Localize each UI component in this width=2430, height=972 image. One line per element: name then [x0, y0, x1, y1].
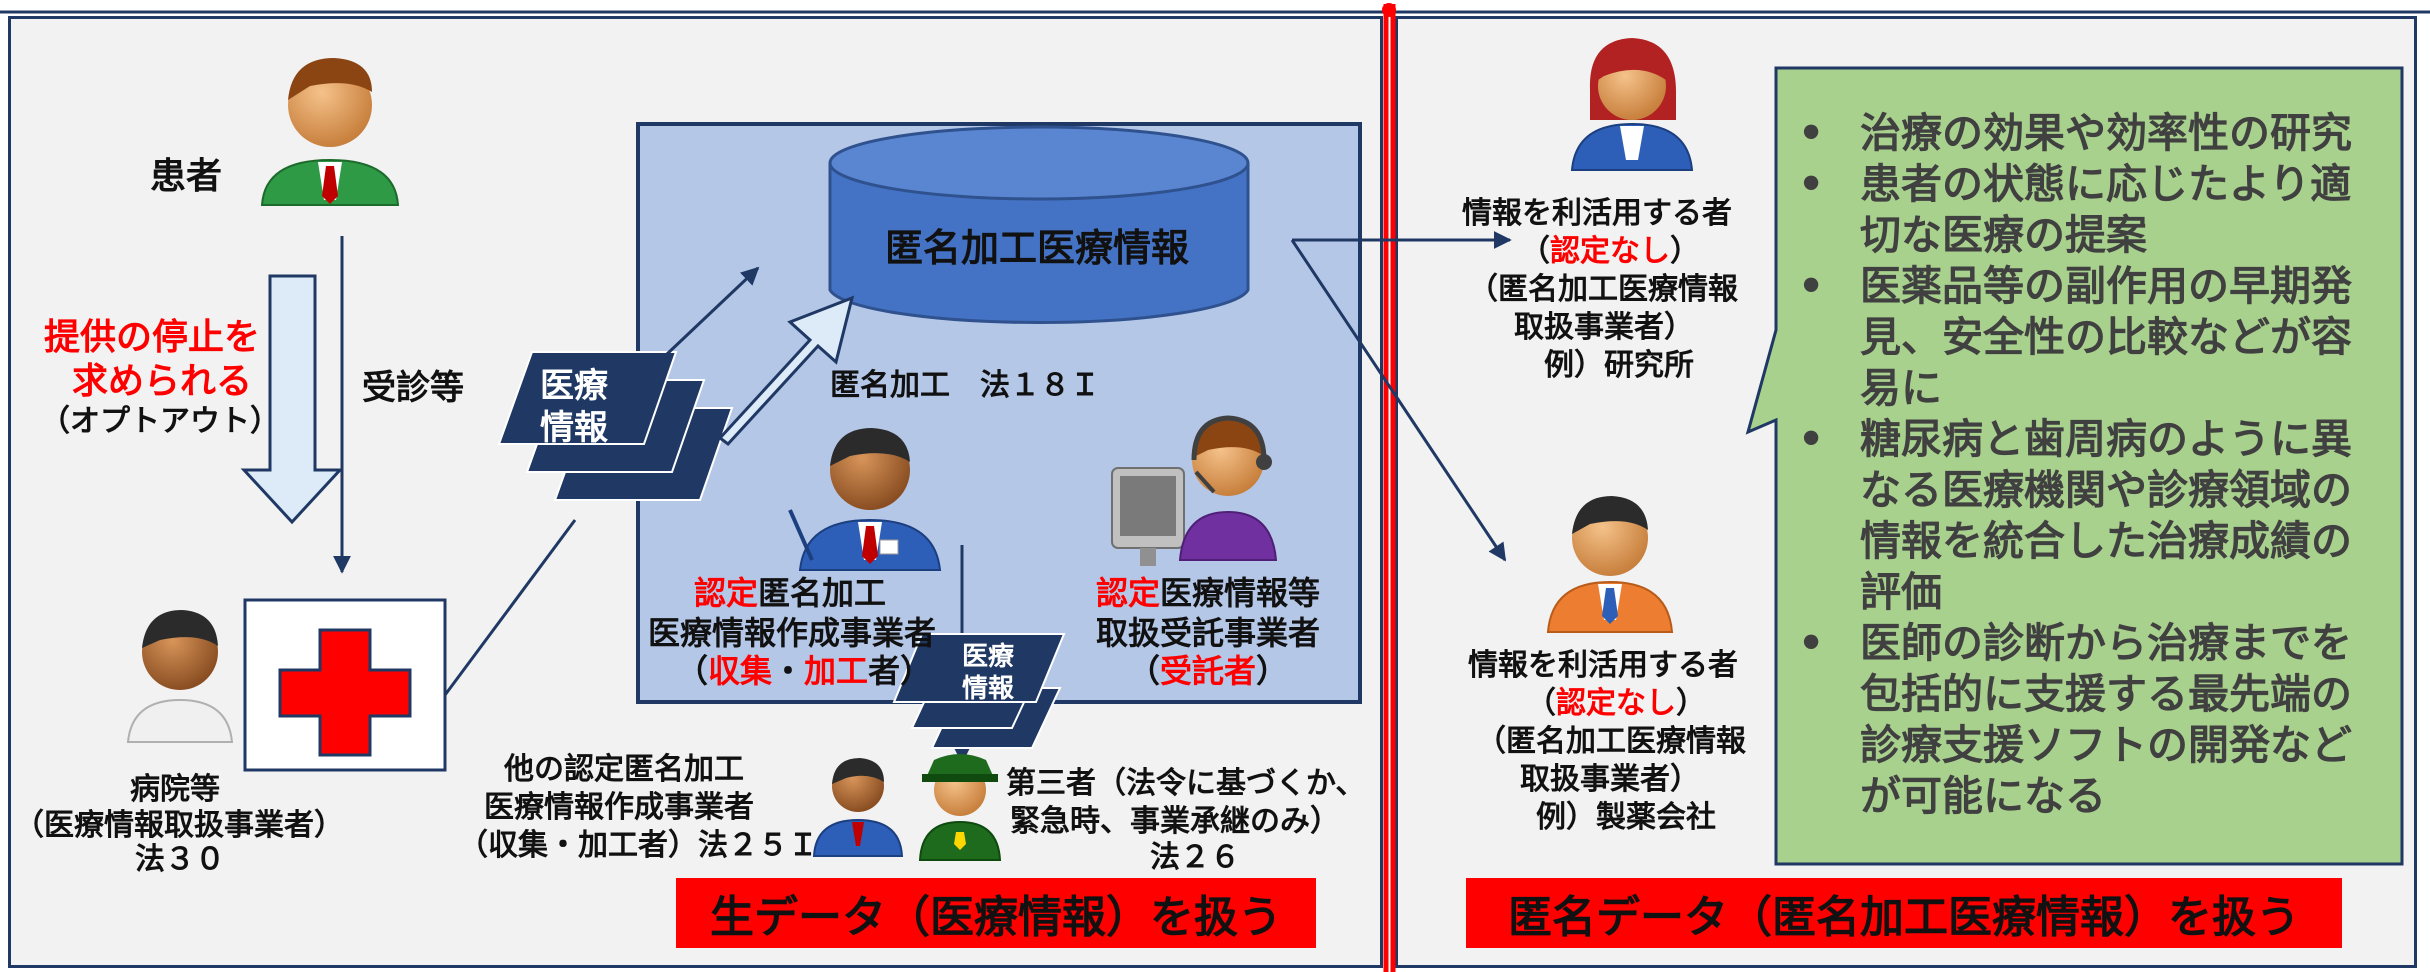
other-creator-avatar-icon — [812, 758, 904, 857]
pharma-user-label-line4: 取扱事業者） — [1520, 762, 1700, 797]
creator-label-line3: （収集・加工者） — [676, 652, 933, 690]
creator-avatar-icon — [788, 428, 942, 571]
research-user-label-line5: 例）研究所 — [1544, 348, 1694, 383]
hospital-label-line1: 病院等 — [130, 772, 220, 807]
pharma-user-label-line5: 例）製薬会社 — [1536, 800, 1716, 835]
medinfo-card-small-line2: 情報 — [962, 674, 1015, 704]
contractor-label-line3: （受託者） — [1128, 652, 1289, 690]
hospital-label-line2: （医療情報取扱事業者） — [14, 808, 344, 843]
contractor-avatar-icon — [1111, 415, 1278, 566]
other-creator-label-line3: （収集・加工者）法２５Ｉ — [458, 828, 818, 863]
research-user-label-line3: （匿名加工医療情報 — [1468, 272, 1738, 307]
callout-item: 医師の診断から治療までを包括的に支援する最先端の診療支援ソフトの開発などが可能に… — [1782, 618, 2392, 822]
creator-label-line1: 認定匿名加工 — [694, 574, 887, 612]
hospital-label-line3: 法３０ — [135, 842, 225, 877]
pharma-user-label-line3: （匿名加工医療情報 — [1476, 724, 1746, 759]
research-user-label-line4: 取扱事業者） — [1514, 310, 1694, 345]
opt-out-arrow — [240, 274, 344, 525]
third-party-label-line1: 第三者（法令に基づくか、 — [1006, 766, 1366, 801]
red-cross-icon — [278, 628, 412, 757]
medinfo-card-line1: 医療 — [540, 366, 608, 406]
third-party-label-line2: 緊急時、事業承継のみ） — [1010, 804, 1340, 839]
opt-out-label-line3: （オプトアウト） — [40, 404, 280, 439]
anonymize-label: 匿名加工 法１８Ｉ — [830, 368, 1100, 403]
anonymous-data-banner: 匿名データ（匿名加工医療情報）を扱う — [1466, 878, 2342, 948]
anonymize-arrow — [717, 295, 855, 447]
pharma-user-label-line1: 情報を利活用する者 — [1468, 648, 1738, 683]
pharma-user-label-line2: （認定なし） — [1526, 686, 1706, 721]
medinfo-card-stack — [497, 351, 734, 501]
medinfo-card-small — [892, 633, 1066, 749]
database-label: 匿名加工医療情報 — [885, 226, 1190, 270]
creator-label-line2: 医療情報作成事業者 — [648, 614, 937, 652]
visit-label: 受診等 — [362, 368, 464, 408]
research-user-avatar-icon — [1570, 38, 1694, 171]
medinfo-card-small-line1: 医療 — [962, 642, 1015, 672]
research-user-label-line2: （認定なし） — [1520, 234, 1700, 269]
contractor-label-line2: 取扱受託事業者 — [1096, 614, 1321, 652]
database-cylinder — [828, 125, 1250, 324]
opt-out-label-line1: 提供の停止を — [44, 317, 261, 358]
patient-label: 患者 — [150, 156, 223, 197]
third-party-label-line3: 法２６ — [1150, 840, 1240, 875]
opt-out-label-line2: 求められる — [72, 361, 253, 402]
third-party-avatar-icon — [918, 754, 1002, 861]
raw-data-banner: 生データ（医療情報）を扱う — [676, 878, 1316, 948]
callout-item: 治療の効果や効率性の研究 — [1782, 108, 2392, 159]
research-user-label-line1: 情報を利活用する者 — [1462, 196, 1732, 231]
pharma-user-avatar-icon — [1546, 496, 1674, 633]
hospital-staff-avatar-icon — [126, 610, 234, 743]
contractor-label-line1: 認定医療情報等 — [1096, 574, 1321, 612]
medinfo-card-line2: 情報 — [540, 408, 608, 448]
patient-avatar-icon — [260, 58, 400, 206]
other-creator-label-line1: 他の認定匿名加工 — [504, 752, 744, 787]
other-creator-label-line2: 医療情報作成事業者 — [484, 790, 754, 825]
